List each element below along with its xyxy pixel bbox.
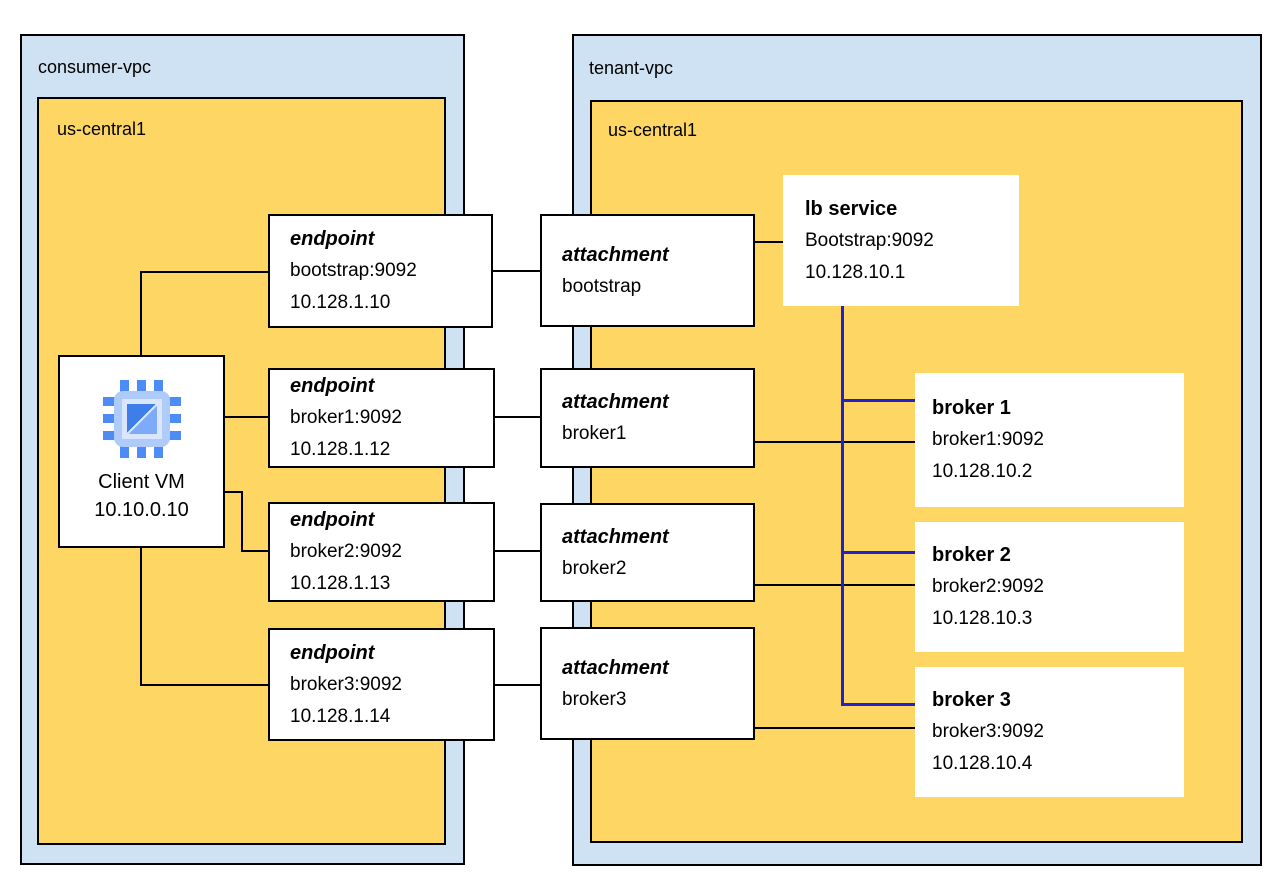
endpoint-ip: 10.128.1.14 <box>290 705 391 727</box>
endpoint-heading: endpoint <box>290 228 375 250</box>
client-vm-node: Client VM 10.10.0.10 <box>58 355 225 548</box>
endpoint-host-port: bootstrap:9092 <box>290 260 417 281</box>
attachment-name: broker1 <box>562 423 627 444</box>
connector-vm-endpoint-broker2-h1 <box>225 491 243 493</box>
connector-vm-endpoint-bootstrap-h <box>140 271 268 273</box>
connector-attachment-broker1 <box>753 441 915 443</box>
endpoint-heading: endpoint <box>290 375 375 397</box>
compute-engine-cpu-icon <box>102 379 181 458</box>
endpoint-host-port: broker3:9092 <box>290 673 402 695</box>
connector-attachment-broker2 <box>753 584 915 586</box>
client-vm-ip: 10.10.0.10 <box>94 498 189 521</box>
connector-vm-endpoint-broker3-v <box>140 547 142 686</box>
attachment-name: broker2 <box>562 557 627 579</box>
attachment-heading: attachment <box>562 525 669 548</box>
broker-host-port: broker1:9092 <box>932 429 1044 450</box>
connector-lb-trunk <box>841 306 844 706</box>
lb-service-ip: 10.128.10.1 <box>805 261 906 283</box>
tenant-region-label: us-central1 <box>608 120 698 140</box>
attachment-bootstrap-node: attachment bootstrap <box>540 214 755 327</box>
endpoint-broker1-node: endpoint broker1:9092 10.128.1.12 <box>268 368 495 468</box>
broker3-node: broker 3 broker3:9092 10.128.10.4 <box>915 667 1184 797</box>
connector-endpoint-attachment-broker2 <box>493 550 540 552</box>
connector-lb-broker2 <box>841 551 915 554</box>
connector-endpoint-attachment-broker3 <box>493 684 540 686</box>
connector-vm-endpoint-broker2-v <box>241 491 243 552</box>
endpoint-host-port: broker1:9092 <box>290 407 402 428</box>
endpoint-broker3-node: endpoint broker3:9092 10.128.1.14 <box>268 628 495 741</box>
connector-endpoint-attachment-bootstrap <box>493 270 540 272</box>
attachment-heading: attachment <box>562 391 669 413</box>
attachment-broker2-node: attachment broker2 <box>540 503 755 602</box>
connector-attachment-broker3 <box>753 727 915 729</box>
connector-endpoint-attachment-broker1 <box>493 416 540 418</box>
endpoint-broker2-node: endpoint broker2:9092 10.128.1.13 <box>268 502 495 602</box>
lb-service-heading: lb service <box>805 197 898 220</box>
broker-host-port: broker3:9092 <box>932 721 1044 742</box>
consumer-region-label: us-central1 <box>57 119 147 139</box>
endpoint-host-port: broker2:9092 <box>290 541 402 562</box>
endpoint-ip: 10.128.1.10 <box>290 292 391 313</box>
broker1-node: broker 1 broker1:9092 10.128.10.2 <box>915 373 1184 507</box>
endpoint-bootstrap-node: endpoint bootstrap:9092 10.128.1.10 <box>268 214 493 328</box>
connector-vm-endpoint-broker3-h <box>140 684 268 686</box>
connector-vm-endpoint-broker1 <box>225 416 268 418</box>
connector-lb-broker3 <box>841 703 915 706</box>
broker2-node: broker 2 broker2:9092 10.128.10.3 <box>915 522 1184 652</box>
connector-vm-endpoint-bootstrap-v <box>140 272 142 356</box>
tenant-vpc-label: tenant-vpc <box>589 58 674 78</box>
connector-lb-broker1 <box>841 399 915 402</box>
consumer-vpc-label: consumer-vpc <box>38 57 152 77</box>
broker-ip: 10.128.10.4 <box>932 753 1033 774</box>
broker-heading: broker 2 <box>932 544 1011 566</box>
lb-service-node: lb service Bootstrap:9092 10.128.10.1 <box>783 175 1019 306</box>
attachment-heading: attachment <box>562 656 669 679</box>
endpoint-ip: 10.128.1.12 <box>290 439 391 460</box>
endpoint-heading: endpoint <box>290 509 375 531</box>
connector-vm-endpoint-broker2-h2 <box>241 550 268 552</box>
broker-heading: broker 1 <box>932 397 1011 419</box>
broker-ip: 10.128.10.2 <box>932 461 1033 482</box>
broker-host-port: broker2:9092 <box>932 576 1044 597</box>
attachment-name: broker3 <box>562 688 627 710</box>
attachment-broker3-node: attachment broker3 <box>540 627 755 740</box>
endpoint-ip: 10.128.1.13 <box>290 573 391 594</box>
attachment-broker1-node: attachment broker1 <box>540 368 755 468</box>
attachment-name: bootstrap <box>562 275 642 297</box>
endpoint-heading: endpoint <box>290 641 375 664</box>
broker-heading: broker 3 <box>932 689 1011 711</box>
connector-attachment-lb-service <box>753 241 784 243</box>
attachment-heading: attachment <box>562 243 669 266</box>
broker-ip: 10.128.10.3 <box>932 608 1033 629</box>
client-vm-title: Client VM <box>98 470 185 493</box>
lb-service-host-port: Bootstrap:9092 <box>805 229 934 251</box>
